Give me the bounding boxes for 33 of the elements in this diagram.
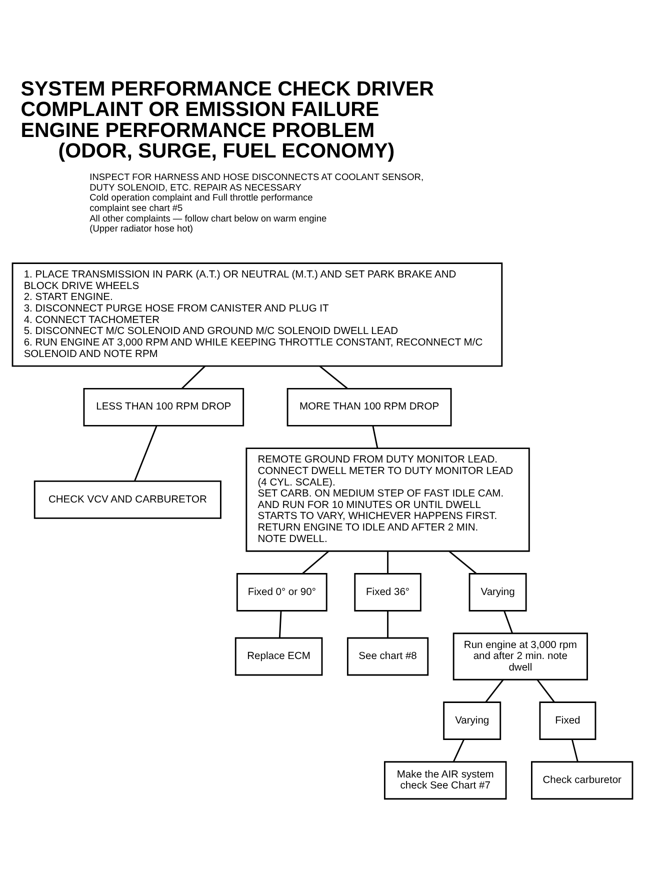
connector [302,550,330,574]
connector [319,365,348,388]
node-box: Varying [468,572,527,611]
node-box: See chart #8 [346,636,429,676]
diagram-title: SYSTEM PERFORMANCE CHECK DRIVER COMPLAINT OR EMISSION FAILURE ENGINE PERFORMANCE PROBLEM (ODOR, SURGE, FUEL ECONOMY) [20,77,434,162]
node-box: CHECK VCV AND CARBURETOR [34,480,222,518]
node-box: Fixed 0° or 90° [236,572,328,611]
node-box: MORE THAN 100 RPM DROP [286,387,452,426]
connector [387,610,388,638]
label: Cold operation complaint and Full throttle performance complaint see chart #5 [90,192,313,213]
node-box: Replace ECM [234,636,323,676]
connector [485,678,504,702]
node-box: Run engine at 3,000 rpm and after 2 min. note dwell [452,632,588,680]
node-box: REMOTE GROUND FROM DUTY MONITOR LEAD. CONNECT DWELL METER TO DUTY MONITOR LEAD (4 CYL. SCALE). SET CARB. ON MEDIUM STEP OF FAST IDLE CAM. AND RUN FOR 10 MINUTES OR UNTIL DWELL STARTS TO VARY, WHICHEVER HAPPENS FIRST. RETURN ENGINE TO IDLE AND AFTER 2 MIN. NOTE DWELL. [246,447,530,552]
connector [387,550,388,573]
connector [571,738,578,762]
node-box: Check carburetor [531,760,634,800]
node-box: 1. PLACE TRANSMISSION IN PARK (A.T.) OR NEUTRAL (M.T.) AND SET PARK BRAKE AND BLOCK DRIVE WHEELS 2. START ENGINE. 3. DISCONNECT PURGE HOSE FROM CANISTER AND PLUG IT 4. CONNECT TACHOMETER 5. DISCONNECT M/C SOLENOID AND GROUND M/C SOLENOID DWELL LEAD 6. RUN ENGINE AT 3,000 RPM AND WHILE KEEPING THROTTLE CONSTANT, RECONNECT M/C SOLENOID AND NOTE RPM [12,262,503,366]
connector [134,425,158,481]
node-box: LESS THAN 100 RPM DROP [83,387,244,426]
connector [504,610,513,633]
node-box: Varying [443,701,502,740]
connector [536,678,555,702]
node-box: Fixed 36° [354,572,422,611]
node-box: Make the AIR system check See Chart #7 [384,760,507,800]
label: All other complaints — follow chart below on warm engine (Upper radiator hose hot) [90,212,327,234]
connector [448,550,477,574]
node-box: Fixed [539,701,596,740]
connector [182,365,206,388]
connector [372,425,378,448]
connector [452,738,465,762]
label: INSPECT FOR HARNESS AND HOSE DISCONNECTS AT COOLANT SENSOR, DUTY SOLENOID, ETC. REPAIR AS NECESSARY [90,172,424,192]
connector [278,610,282,638]
